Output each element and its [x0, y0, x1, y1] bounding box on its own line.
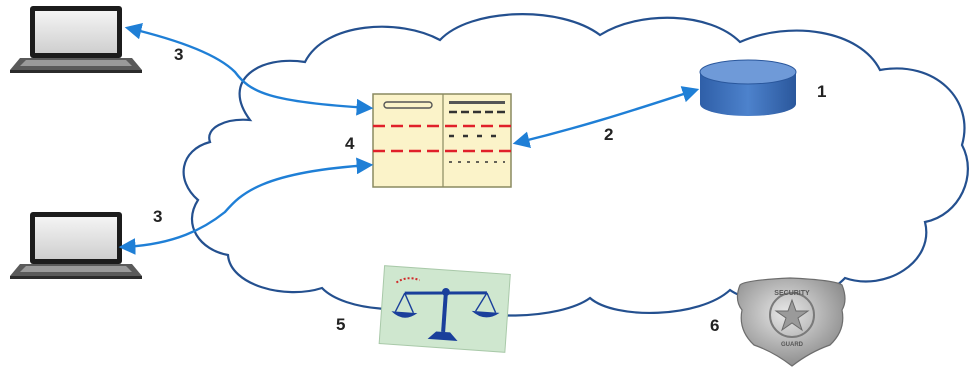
- label-law: 5: [336, 315, 345, 334]
- label-database: 1: [817, 82, 826, 101]
- badge-bottom-text: GUARD: [781, 342, 804, 348]
- laptop-icon: [10, 212, 142, 279]
- database-link-arrow: [512, 86, 700, 148]
- security-badge-icon: SECURITY GUARD: [736, 277, 846, 367]
- label-database-link: 2: [604, 125, 613, 144]
- laptop-icon: [10, 6, 142, 73]
- client-link-top-arrow: [124, 22, 374, 116]
- database-icon: [699, 59, 797, 116]
- label-security: 6: [710, 316, 719, 335]
- document-icon: [372, 93, 512, 188]
- badge-top-text: SECURITY: [774, 290, 810, 297]
- scales-of-justice-icon: [378, 265, 511, 353]
- label-client-link-top: 3: [174, 45, 183, 64]
- label-client-link-bottom: 3: [153, 207, 162, 226]
- label-application: 4: [345, 134, 355, 153]
- client-link-bottom-arrow: [118, 157, 374, 255]
- cloud-outline: [182, 13, 969, 317]
